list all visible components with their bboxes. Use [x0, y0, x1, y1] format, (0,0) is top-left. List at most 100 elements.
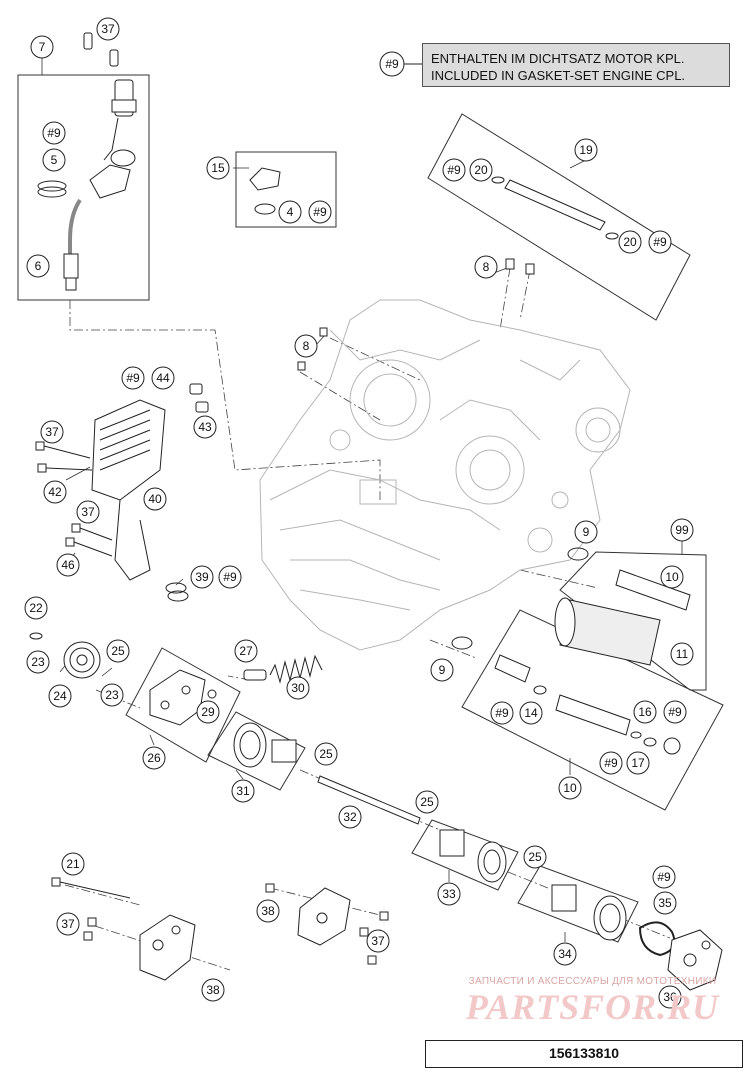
callout-circle — [56, 912, 80, 936]
callout-6-4: 6 — [26, 254, 50, 278]
callout-circle — [278, 200, 302, 224]
callout-32-49: 32 — [338, 805, 362, 829]
callout-label: 5 — [51, 153, 58, 167]
callout-label: 20 — [623, 235, 637, 249]
callout-circle — [648, 230, 672, 254]
callout-26-37: 26 — [142, 746, 166, 770]
callout-circle — [553, 942, 577, 966]
callout-15-5: 15 — [206, 156, 230, 180]
callout-circle — [42, 148, 66, 172]
callout-label: 38 — [261, 904, 275, 918]
callout-label: 24 — [53, 689, 67, 703]
callout-ref-9-24: #9 — [218, 565, 242, 589]
callout-ref-9-12: #9 — [648, 230, 672, 254]
callout-label: 37 — [45, 425, 59, 439]
callout-label: 9 — [439, 663, 446, 677]
note-ref-callout: #9 — [379, 51, 422, 77]
callout-circle — [42, 121, 66, 145]
callout-37-1: 37 — [96, 17, 120, 41]
callout-circle — [294, 334, 318, 358]
callout-label: 39 — [195, 570, 209, 584]
callout-ref-9-15: #9 — [121, 366, 145, 390]
callout-circle — [26, 650, 50, 674]
callout-circle — [599, 751, 623, 775]
callout-label: #9 — [47, 126, 61, 140]
callout-99-26: 99 — [670, 518, 694, 542]
callout-circle — [670, 642, 694, 666]
callout-33-50: 33 — [437, 882, 461, 906]
callout-label: 6 — [35, 259, 42, 273]
callout-circle — [437, 882, 461, 906]
callout-circle — [76, 500, 100, 524]
callout-46-22: 46 — [56, 553, 80, 577]
callout-label: 37 — [101, 22, 115, 36]
callout-label: 46 — [61, 558, 75, 572]
callout-circle — [670, 518, 694, 542]
callout-circle — [151, 366, 175, 390]
group-box-33 — [411, 819, 519, 891]
callout-circle — [663, 700, 687, 724]
callout-25-31: 25 — [106, 639, 130, 663]
callout-circle — [442, 158, 466, 182]
callout-44-16: 44 — [151, 366, 175, 390]
callout-label: 16 — [638, 705, 652, 719]
note-ref-label: #9 — [385, 57, 399, 71]
callout-21-56: 21 — [61, 852, 85, 876]
group-box-7 — [17, 74, 150, 301]
callout-circle — [106, 639, 130, 663]
callout-label: #9 — [313, 205, 327, 219]
gasket-set-note: ENTHALTEN IM DICHTSATZ MOTOR KPL. INCLUD… — [422, 43, 730, 87]
callout-25-48: 25 — [415, 790, 439, 814]
callout-circle — [61, 852, 85, 876]
callout-label: 37 — [81, 505, 95, 519]
callout-23-34: 23 — [100, 683, 124, 707]
callout-label: 38 — [206, 983, 220, 997]
callout-label: 20 — [474, 163, 488, 177]
callout-circle — [256, 899, 280, 923]
callout-label: #9 — [495, 706, 509, 720]
callout-9-38: 9 — [430, 658, 454, 682]
callout-37-57: 37 — [56, 912, 80, 936]
callout-label: 34 — [558, 947, 572, 961]
callout-ref-9-2: #9 — [42, 121, 66, 145]
callout-circle — [56, 553, 80, 577]
callout-circle — [633, 700, 657, 724]
callout-circle — [660, 565, 684, 589]
callout-label: #9 — [653, 235, 667, 249]
note-line-1: ENTHALTEN IM DICHTSATZ MOTOR KPL. — [431, 51, 685, 66]
group-box-99 — [559, 551, 707, 691]
callout-8-14: 8 — [294, 334, 318, 358]
callout-label: #9 — [223, 570, 237, 584]
callout-20-10: 20 — [469, 158, 493, 182]
callout-label: 22 — [29, 601, 43, 615]
callout-39-23: 39 — [190, 565, 214, 589]
callout-circle — [490, 701, 514, 725]
callout-37-59: 37 — [366, 929, 390, 953]
group-box-34 — [517, 865, 639, 943]
callout-label: 8 — [303, 339, 310, 353]
oil-filter-drawing — [554, 547, 691, 666]
callout-circle — [234, 639, 258, 663]
callout-label: 30 — [291, 681, 305, 695]
callout-label: 7 — [39, 40, 46, 54]
callout-label: 42 — [48, 485, 62, 499]
callout-36-55: 36 — [658, 985, 682, 1009]
callout-40-20: 40 — [143, 487, 167, 511]
callout-10-45: 10 — [558, 776, 582, 800]
callout-label: 37 — [371, 934, 385, 948]
callout-label: 23 — [105, 688, 119, 702]
callout-circle — [26, 254, 50, 278]
callout-label: 25 — [528, 850, 542, 864]
callout-ref-9-52: #9 — [652, 865, 676, 889]
callout-16-41: 16 — [633, 700, 657, 724]
callout-label: 10 — [563, 781, 577, 795]
callout-label: 43 — [198, 420, 212, 434]
callout-4-6: 4 — [278, 200, 302, 224]
callout-circle — [523, 845, 547, 869]
callout-label: 25 — [111, 644, 125, 658]
callout-label: 37 — [61, 917, 75, 931]
callout-34-54: 34 — [553, 942, 577, 966]
callout-17-44: 17 — [626, 751, 650, 775]
callout-circle — [415, 790, 439, 814]
